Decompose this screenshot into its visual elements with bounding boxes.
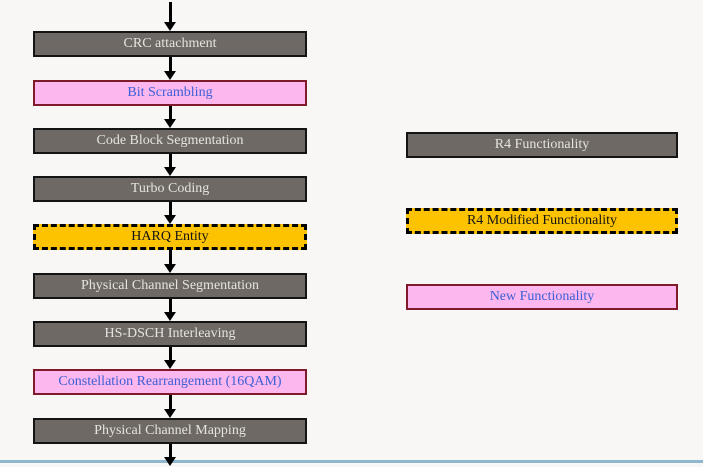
arrow-head-icon	[164, 71, 176, 80]
arrow-stem	[168, 2, 172, 22]
down-arrow	[164, 347, 176, 369]
flow-step-physical-channel-segmentation: Physical Channel Segmentation	[33, 273, 307, 299]
bottom-divider-line	[0, 460, 703, 463]
arrow-stem	[168, 202, 172, 215]
arrow-head-icon	[164, 360, 176, 369]
arrow-stem	[168, 154, 172, 167]
arrow-stem	[168, 347, 172, 360]
arrow-stem	[168, 444, 172, 457]
down-arrow	[164, 395, 176, 418]
arrow-head-icon	[164, 215, 176, 224]
down-arrow	[164, 202, 176, 224]
down-arrow	[164, 154, 176, 176]
arrow-stem	[168, 250, 172, 264]
legend-item-r4-functionality: R4 Functionality	[406, 132, 678, 158]
flow-step-hs-dsch-interleaving: HS-DSCH Interleaving	[33, 321, 307, 347]
arrow-head-icon	[164, 167, 176, 176]
arrow-stem	[168, 57, 172, 71]
flow-step-harq-entity: HARQ Entity	[33, 224, 307, 250]
down-arrow	[164, 2, 176, 31]
arrow-head-icon	[164, 457, 176, 466]
arrow-head-icon	[164, 22, 176, 31]
flow-step-bit-scrambling: Bit Scrambling	[33, 80, 307, 106]
arrow-stem	[168, 395, 172, 409]
down-arrow	[164, 57, 176, 80]
down-arrow	[164, 299, 176, 321]
arrow-stem	[168, 106, 172, 119]
flow-step-crc-attachment: CRC attachment	[33, 31, 307, 57]
legend-item-r4-modified-functionality: R4 Modified Functionality	[406, 208, 678, 234]
arrow-head-icon	[164, 312, 176, 321]
arrow-head-icon	[164, 119, 176, 128]
flow-step-code-block-segmentation: Code Block Segmentation	[33, 128, 307, 154]
arrow-head-icon	[164, 264, 176, 273]
down-arrow	[164, 444, 176, 466]
down-arrow	[164, 106, 176, 128]
down-arrow	[164, 250, 176, 273]
flow-step-turbo-coding: Turbo Coding	[33, 176, 307, 202]
arrow-stem	[168, 299, 172, 312]
flow-step-constellation-rearrangement: Constellation Rearrangement (16QAM)	[33, 369, 307, 395]
flow-step-physical-channel-mapping: Physical Channel Mapping	[33, 418, 307, 444]
legend-item-new-functionality: New Functionality	[406, 284, 678, 310]
arrow-head-icon	[164, 409, 176, 418]
